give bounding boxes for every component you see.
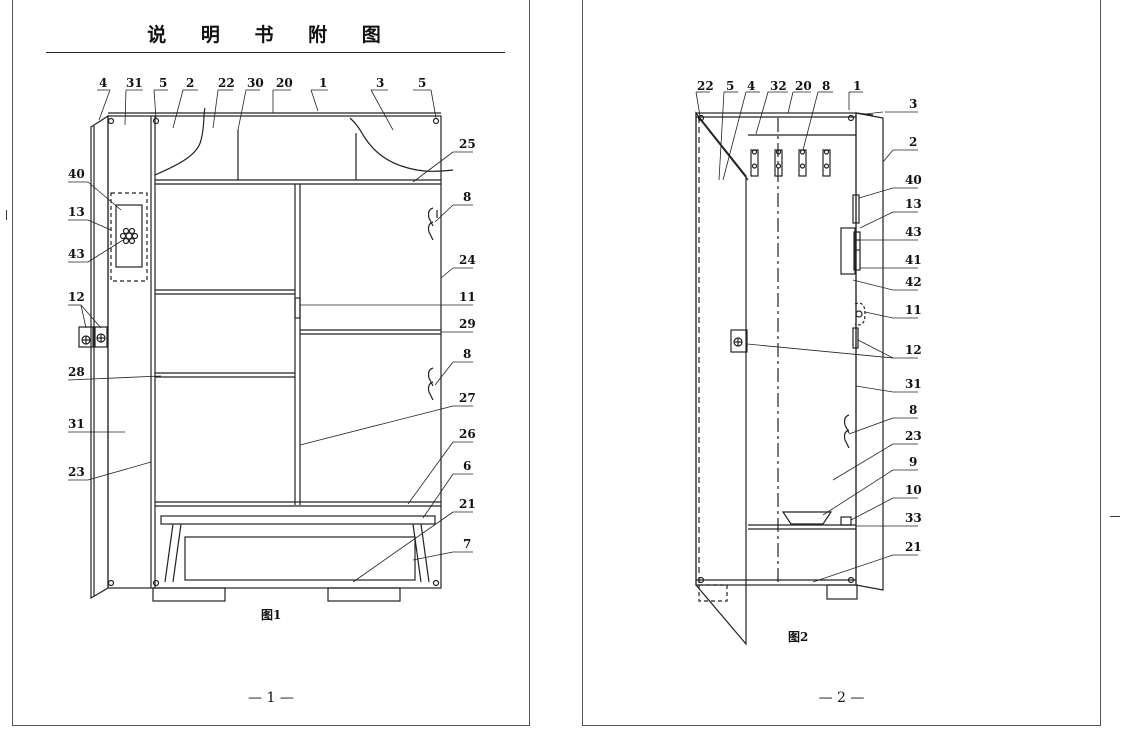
f2-label-42: 42 xyxy=(905,275,922,289)
title-rule xyxy=(46,52,505,53)
f1-label-7: 7 xyxy=(463,537,471,551)
cabinet-body-2 xyxy=(695,112,857,586)
f1-label-5: 5 xyxy=(159,76,167,90)
edge-mark-left xyxy=(6,210,7,220)
f2-label-10: 10 xyxy=(905,483,922,497)
f1-label-5b: 5 xyxy=(418,76,426,90)
page-left: 说 明 书 附 图 xyxy=(12,0,530,726)
page-right: 22 5 4 32 20 8 1 3 2 40 13 43 41 42 11 1… xyxy=(582,0,1101,726)
lock-panel xyxy=(115,204,143,268)
f2-label-41: 41 xyxy=(905,253,922,267)
f1-label-40: 40 xyxy=(68,167,85,181)
f1-label-24: 24 xyxy=(459,253,476,267)
f1-label-12: 12 xyxy=(68,290,85,304)
f2-label-32: 32 xyxy=(770,79,787,93)
f1-label-21: 21 xyxy=(459,497,476,511)
f1-label-31: 31 xyxy=(126,76,143,90)
bench-seat xyxy=(160,515,436,525)
f2-label-40: 40 xyxy=(905,173,922,187)
f2-label-43: 43 xyxy=(905,225,922,239)
open-door-2 xyxy=(695,111,747,646)
f2-label-31: 31 xyxy=(905,377,922,391)
f1-label-29: 29 xyxy=(459,317,476,331)
figure-2-caption: 图2 xyxy=(788,630,808,644)
foot-left xyxy=(152,587,226,602)
f1-label-2: 2 xyxy=(186,76,194,90)
cabinet-body xyxy=(107,115,442,589)
f2-label-33: 33 xyxy=(905,511,922,525)
f2-label-5: 5 xyxy=(726,79,734,93)
f1-label-11: 11 xyxy=(459,290,476,304)
foot-2 xyxy=(826,584,858,600)
f1-label-30: 30 xyxy=(247,76,264,90)
f2-label-1: 1 xyxy=(853,79,861,93)
f1-label-26: 26 xyxy=(459,427,476,441)
edge-mark-right xyxy=(1110,516,1120,517)
f2-label-8b: 8 xyxy=(909,403,917,417)
f2-label-8: 8 xyxy=(822,79,830,93)
f2-label-21: 21 xyxy=(905,540,922,554)
f1-label-27: 27 xyxy=(459,391,476,405)
f2-label-23: 23 xyxy=(905,429,922,443)
f2-label-9: 9 xyxy=(909,455,917,469)
open-door xyxy=(90,114,109,600)
f1-label-25: 25 xyxy=(459,137,476,151)
page-number-2: — 2 — xyxy=(818,690,865,706)
f1-label-20: 20 xyxy=(276,76,293,90)
f1-label-4: 4 xyxy=(99,76,107,90)
foot-right xyxy=(327,587,401,602)
f2-label-22: 22 xyxy=(697,79,714,93)
f2-label-12: 12 xyxy=(905,343,922,357)
page-number-1: — 1 — xyxy=(248,690,294,706)
f1-label-8: 8 xyxy=(463,190,471,204)
f1-label-22: 22 xyxy=(218,76,235,90)
f1-label-6: 6 xyxy=(463,459,471,473)
f1-label-28: 28 xyxy=(68,365,85,379)
lock-box xyxy=(110,192,148,282)
basin xyxy=(781,511,833,525)
f1-label-8b: 8 xyxy=(463,347,471,361)
f1-label-3: 3 xyxy=(376,76,384,90)
f2-label-11: 11 xyxy=(905,303,922,317)
f2-label-3: 3 xyxy=(909,97,917,111)
f1-label-13: 13 xyxy=(68,205,85,219)
f2-label-4: 4 xyxy=(747,79,755,93)
figure-1-drawing: 4 31 5 2 22 30 20 1 3 5 25 8 24 11 29 8 … xyxy=(67,76,476,622)
page-title: 说 明 书 附 图 xyxy=(147,24,395,46)
f2-label-13: 13 xyxy=(905,197,922,211)
f2-label-20: 20 xyxy=(795,79,812,93)
f1-label-43: 43 xyxy=(68,247,85,261)
f1-label-23: 23 xyxy=(68,465,85,479)
figure-2-drawing: 22 5 4 32 20 8 1 3 2 40 13 43 41 42 11 1… xyxy=(695,79,922,646)
f1-label-31b: 31 xyxy=(68,417,85,431)
f1-label-1: 1 xyxy=(319,76,327,90)
figure-1-caption: 图1 xyxy=(261,608,281,622)
bench-drawer xyxy=(184,536,416,581)
f2-label-2: 2 xyxy=(909,135,917,149)
